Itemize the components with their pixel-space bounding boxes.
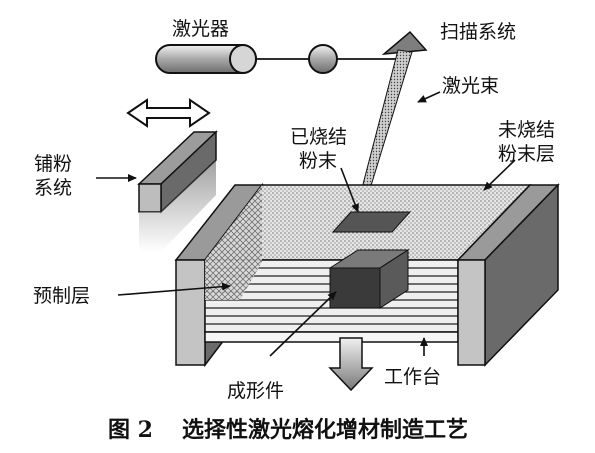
label-sintered-powder-2: 粉末 xyxy=(299,150,337,172)
figure-caption: 选择性激光熔化增材制造工艺 xyxy=(182,417,468,443)
label-work-table: 工作台 xyxy=(384,366,441,388)
label-laser-beam: 激光束 xyxy=(442,75,499,97)
label-formed-part: 成形件 xyxy=(227,380,284,402)
label-unsintered-layer-1: 未烧结 xyxy=(498,119,555,141)
label-scanning-system: 扫描系统 xyxy=(440,21,516,43)
label-laser: 激光器 xyxy=(172,18,229,40)
figure-number: 图 2 xyxy=(108,417,153,443)
laser-source xyxy=(156,45,256,73)
recoater-motion-arrow xyxy=(128,100,209,126)
label-sintered-powder-1: 已烧结 xyxy=(290,126,347,148)
label-powder-system-1: 铺粉 xyxy=(34,153,72,175)
label-preform-layer: 预制层 xyxy=(33,285,90,307)
focusing-lens xyxy=(309,45,337,73)
label-powder-system-2: 系统 xyxy=(34,177,72,199)
build-platform xyxy=(205,332,458,342)
platform-down-arrow xyxy=(330,338,372,390)
label-unsintered-layer-2: 粉末层 xyxy=(498,143,555,165)
